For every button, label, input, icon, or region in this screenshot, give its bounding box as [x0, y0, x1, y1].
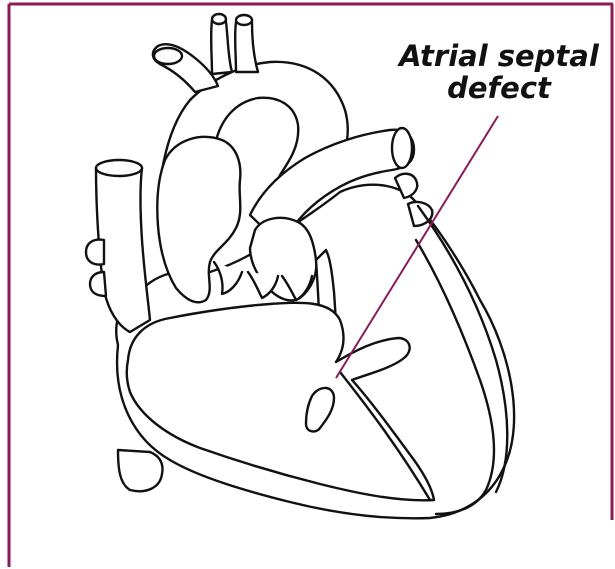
subclavian-opening	[236, 15, 252, 25]
carotid-opening	[212, 14, 226, 24]
right-pulmonary-vein-lower	[90, 272, 106, 296]
annotation-label-line1: Atrial septal	[388, 40, 610, 72]
annotation-label: Atrial septal defect	[388, 40, 610, 104]
inferior-vena-cava	[118, 450, 163, 491]
right-pulmonary-vein-upper	[86, 240, 104, 265]
annotation-label-line2: defect	[388, 72, 610, 104]
pulmonary-trunk-opening	[392, 128, 412, 168]
svc-opening	[96, 160, 142, 176]
brachiocephalic-opening	[154, 48, 182, 64]
